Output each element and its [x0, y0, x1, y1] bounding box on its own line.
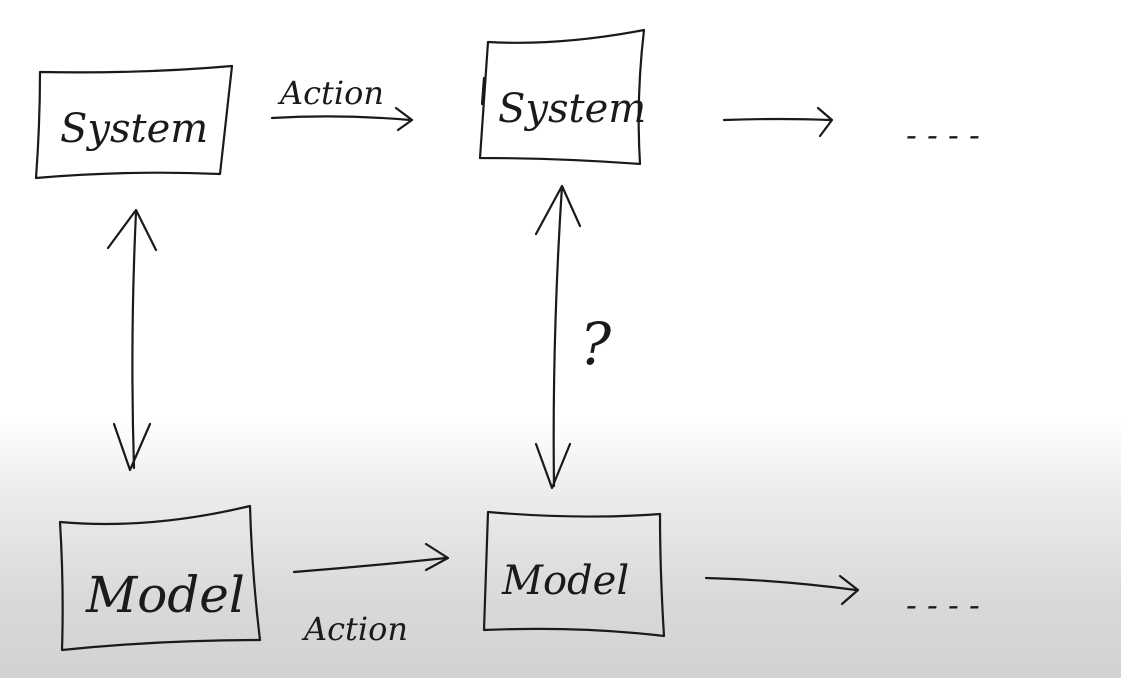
model-node-2: Model — [482, 510, 666, 638]
top-continue-arrow — [722, 106, 834, 138]
unknown-link-label: ? — [580, 310, 612, 378]
model-box-2 — [482, 510, 666, 638]
system-label-1: System — [60, 106, 208, 152]
top-continuation-dashes: - - - - — [906, 116, 980, 154]
bottom-continuation-dashes: - - - - — [906, 586, 980, 624]
model-box-1 — [58, 504, 262, 652]
system-action-arrow — [270, 106, 414, 132]
bottom-continue-arrow — [704, 574, 860, 606]
system-node-2: System — [478, 28, 646, 166]
system-action-edge: Action — [270, 74, 414, 132]
model-action-arrow — [292, 542, 450, 574]
right-bidirectional-arrow — [534, 184, 582, 490]
model-label-1: Model — [85, 566, 245, 624]
system-action-label: Action — [277, 74, 384, 112]
left-bidirectional-arrow — [106, 208, 158, 472]
system-box-2 — [478, 28, 646, 166]
model-action-label: Action — [301, 610, 408, 648]
model-node-1: Model — [58, 504, 262, 652]
system-box-2-tick — [480, 76, 486, 106]
model-label-2: Model — [501, 558, 629, 604]
model-action-edge: Action — [292, 542, 450, 648]
system-box-1 — [34, 64, 234, 180]
system-node-1: System — [34, 64, 234, 180]
system-label-2: System — [498, 86, 646, 132]
